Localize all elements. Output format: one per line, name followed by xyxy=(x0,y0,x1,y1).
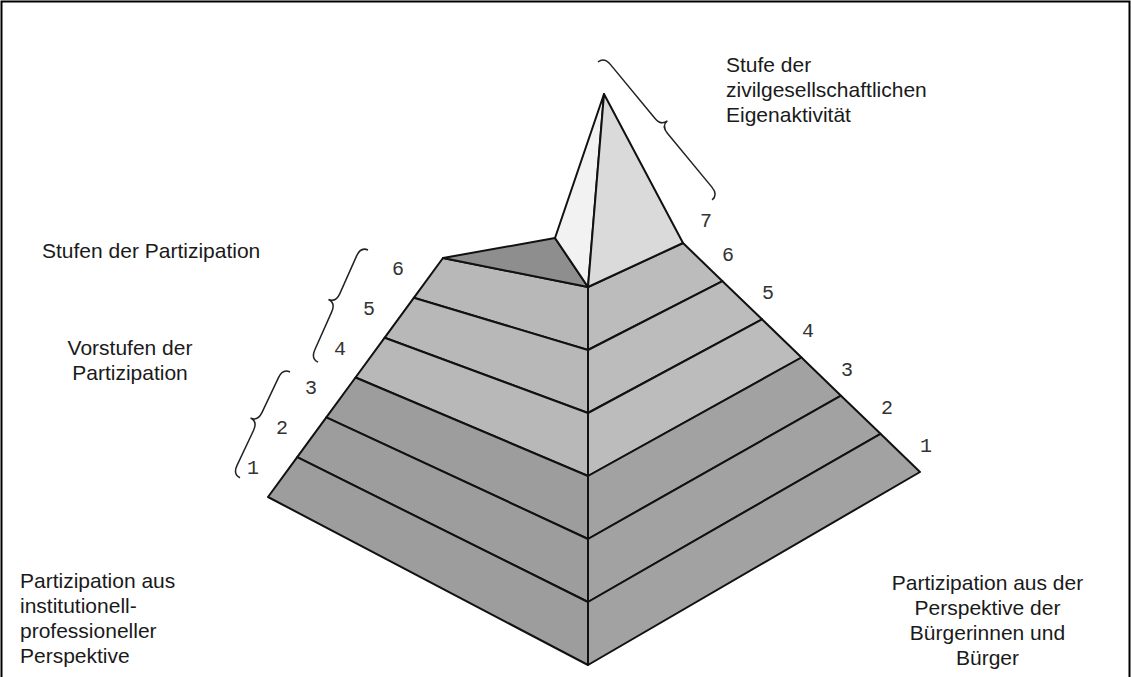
pyramid-right-face xyxy=(588,243,920,665)
level-number: 6 xyxy=(392,259,404,281)
pyramid-left-face xyxy=(268,258,588,665)
level-number: 1 xyxy=(247,458,259,480)
level-number: 1 xyxy=(920,436,932,458)
stage-label: Vorstufen der Partizipation xyxy=(40,335,220,385)
level-number: 5 xyxy=(762,283,774,305)
level-number: 3 xyxy=(841,360,853,382)
pyramid-spire xyxy=(443,94,683,287)
level-number: 2 xyxy=(276,418,288,440)
level-number: 7 xyxy=(700,211,712,233)
level-number: 6 xyxy=(722,245,734,267)
perspective-label: Partizipation aus der Perspektive der Bü… xyxy=(880,570,1095,670)
level-number: 5 xyxy=(363,299,375,321)
stage-label: Stufe der zivilgesellschaftlichen Eigena… xyxy=(726,52,951,127)
level-number: 4 xyxy=(334,339,346,361)
perspective-label: Partizipation aus institutionell-profess… xyxy=(20,568,200,668)
level-number: 4 xyxy=(802,321,814,343)
stage-label: Stufen der Partizipation xyxy=(42,238,260,263)
brace xyxy=(226,52,725,478)
level-number: 2 xyxy=(881,398,893,420)
level-number: 3 xyxy=(305,378,317,400)
